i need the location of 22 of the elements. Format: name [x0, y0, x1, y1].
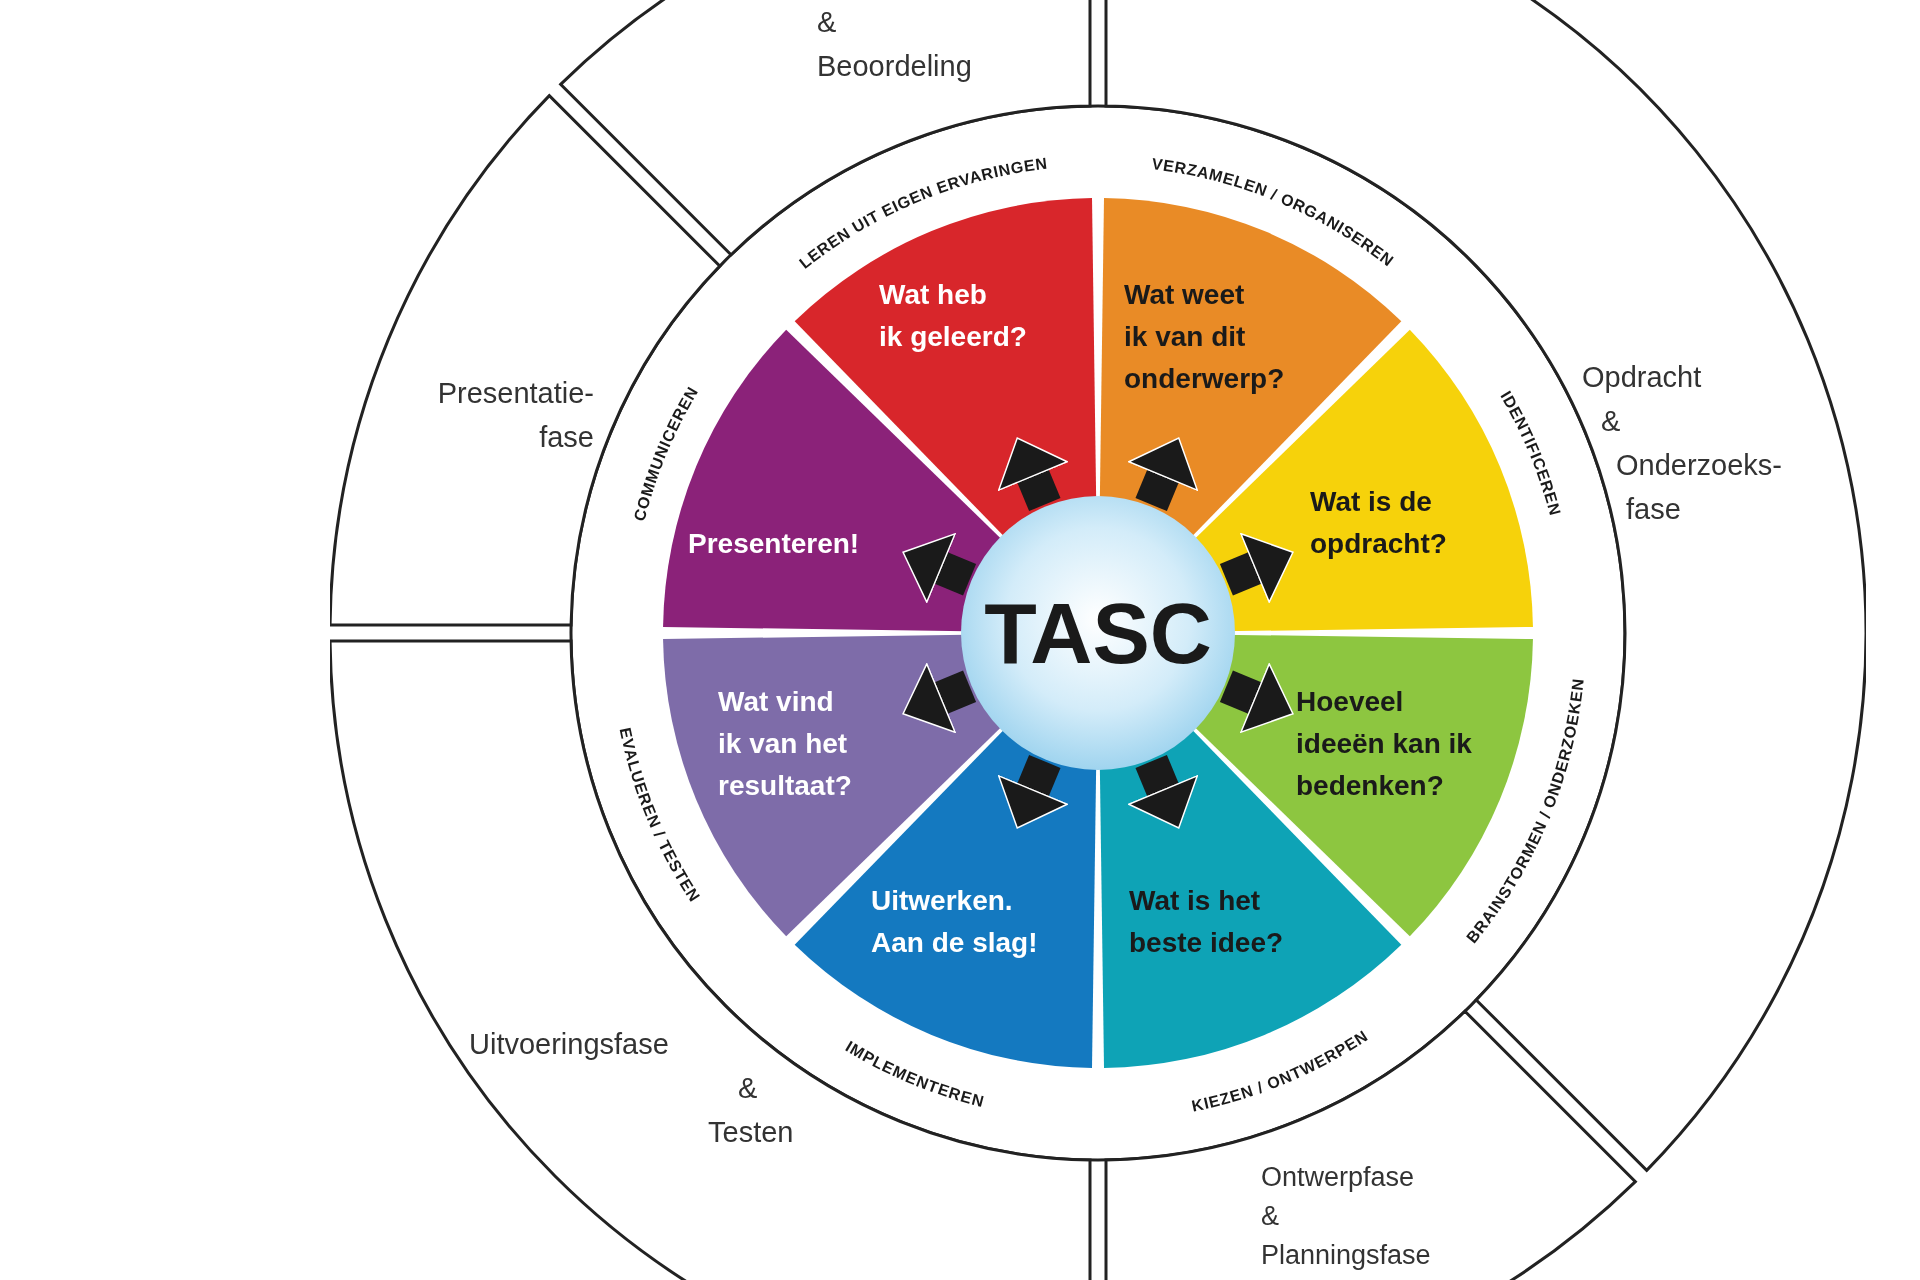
question-text: Presenteren! [688, 527, 860, 561]
phase-label: & Beoordeling [817, 5, 972, 84]
block-arrow [902, 663, 977, 733]
question-text: Wat is de opdracht? [1310, 485, 1447, 561]
question-text: Wat heb ik geleerd? [879, 278, 1027, 354]
block-arrow [1128, 437, 1198, 512]
phase-label: Opdracht & Onderzoeks- fase [1582, 360, 1782, 527]
phase-label: Presentatie- fase [436, 376, 594, 455]
block-arrow [1128, 754, 1198, 829]
block-arrow [998, 754, 1068, 829]
question-text: Uitwerken. Aan de slag! [871, 884, 1038, 960]
block-arrow [1219, 533, 1294, 603]
block-arrow [998, 437, 1068, 512]
question-text: Wat vind ik van het resultaat? [718, 685, 852, 803]
block-arrow [902, 533, 977, 603]
question-text: Hoeveel ideeën kan ik bedenken? [1296, 685, 1472, 803]
phase-label: Uitvoeringsfase & Testen [469, 1027, 794, 1150]
block-arrow [1219, 663, 1294, 733]
center-title: TASC [984, 590, 1212, 676]
question-text: Wat is het beste idee? [1129, 884, 1284, 960]
question-text: Wat weet ik van dit onderwerp? [1124, 278, 1285, 396]
phase-label: Ontwerpfase & Planningsfase [1261, 1161, 1431, 1272]
